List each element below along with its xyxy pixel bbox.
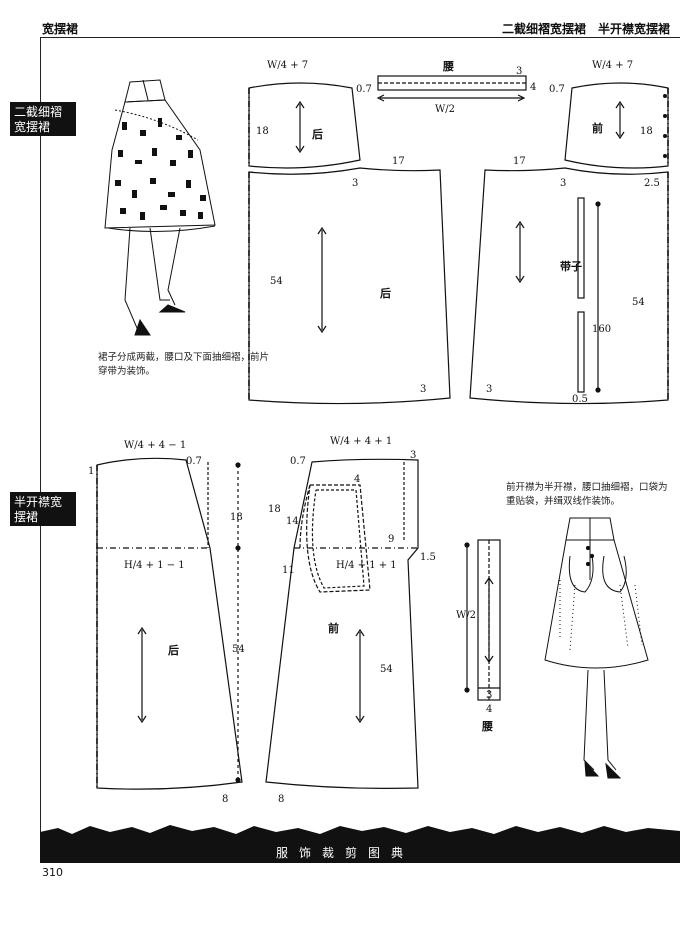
p2-front-panel <box>265 458 419 789</box>
side-tab-2: 半开襟宽摆裙 <box>10 492 76 526</box>
p1-front-yoke <box>564 82 669 169</box>
p1-waistband-w1: 3 <box>516 66 522 77</box>
p2-band-label: 腰 <box>481 720 493 733</box>
p1-front-07: 0.7 <box>549 84 565 95</box>
p1-front-yoke-height: 18 <box>640 126 653 137</box>
figure-print-dots-1 <box>115 118 206 220</box>
p2-front-18: 18 <box>268 504 281 515</box>
p2-front-07: 0.7 <box>290 456 306 467</box>
p2-front-label: 前 <box>328 621 339 635</box>
p1-back-waist-formula: W/4 + 7 <box>267 60 308 71</box>
figure-illustration-2 <box>544 517 649 779</box>
p1-front-25: 2.5 <box>644 178 660 189</box>
p1-strap-length: 160 <box>592 324 611 335</box>
p1-back-label: 后 <box>312 127 323 141</box>
p1-waistband-label: 腰 <box>442 60 454 73</box>
p1-back-length: 54 <box>270 276 283 287</box>
p2-back-07: 0.7 <box>186 456 202 467</box>
p1-back-yoke-height: 18 <box>256 126 269 137</box>
p1-back-hem-3: 3 <box>420 384 426 395</box>
p2-back-54: 54 <box>232 644 245 655</box>
footer-title: 服饰裁剪图典 <box>275 846 414 860</box>
p2-back-18: 18 <box>230 512 243 523</box>
p2-front-hip-formula: H/4 + 1 + 1 <box>336 560 397 571</box>
p2-band-formula: W/2 <box>456 610 476 621</box>
p2-back-hip-formula: H/4 + 1 − 1 <box>124 560 185 571</box>
p2-back-1: 1 <box>88 466 94 477</box>
p1-strap-label: 带子 <box>560 259 582 273</box>
p1-back-3: 3 <box>352 178 358 189</box>
p1-waistband-formula: W/2 <box>435 104 455 115</box>
note-skirt-1: 裙子分成两截，腰口及下面抽细褶，前片穿带为装饰。 <box>98 352 270 377</box>
margin-rule <box>40 38 41 846</box>
p1-front-3: 3 <box>560 178 566 189</box>
p1-front-skirt <box>469 167 669 405</box>
header-right-title: 二截细褶宽摆裙 半开襟宽摆裙 <box>501 22 670 36</box>
p2-front-11: 11 <box>282 565 295 576</box>
footer-band <box>40 825 680 863</box>
p1-back-skirt <box>248 167 451 405</box>
p2-back-label: 后 <box>168 643 179 657</box>
header-rule <box>40 37 680 38</box>
p2-front-waist-formula: W/4 + 4 + 1 <box>330 436 392 447</box>
p2-back-waist-formula: W/4 + 4 − 1 <box>124 440 186 451</box>
p2-front-14: 14 <box>286 516 299 527</box>
p1-strap-width: 0.5 <box>572 394 588 405</box>
p2-front-4: 4 <box>354 474 360 485</box>
header-left-title: 宽摆裙 <box>42 22 79 36</box>
p2-front-8: 8 <box>278 794 284 805</box>
p2-front-9: 9 <box>388 534 394 545</box>
p2-band-3: 3 <box>486 690 492 701</box>
page-number: 310 <box>42 866 63 879</box>
p1-back-yoke <box>248 82 361 169</box>
p1-back-skirt-label: 后 <box>380 286 391 300</box>
p2-front-54: 54 <box>380 664 393 675</box>
p1-back-07: 0.7 <box>356 84 372 95</box>
p1-front-length: 54 <box>632 297 645 308</box>
p1-front-buttons <box>663 94 667 158</box>
p2-front-3: 3 <box>410 450 416 461</box>
p1-waistband <box>376 75 527 102</box>
p1-front-waist-formula: W/4 + 7 <box>592 60 633 71</box>
p1-back-17: 17 <box>392 156 405 167</box>
p2-back-panel <box>96 457 243 790</box>
p1-front-17: 17 <box>513 156 526 167</box>
side-tab-1: 二截细褶宽摆裙 <box>10 102 76 136</box>
p2-waistband <box>464 539 501 701</box>
p2-band-4: 4 <box>486 704 492 715</box>
p1-waistband-w2: 4 <box>530 82 536 93</box>
p1-front-hem-3: 3 <box>486 384 492 395</box>
p2-front-15: 1.5 <box>420 552 436 563</box>
note-skirt-2: 前开襟为半开襟，腰口抽细褶，口袋为重贴袋，并缉双线作装饰。 <box>506 482 668 507</box>
p1-front-label: 前 <box>592 121 603 135</box>
p2-back-8: 8 <box>222 794 228 805</box>
